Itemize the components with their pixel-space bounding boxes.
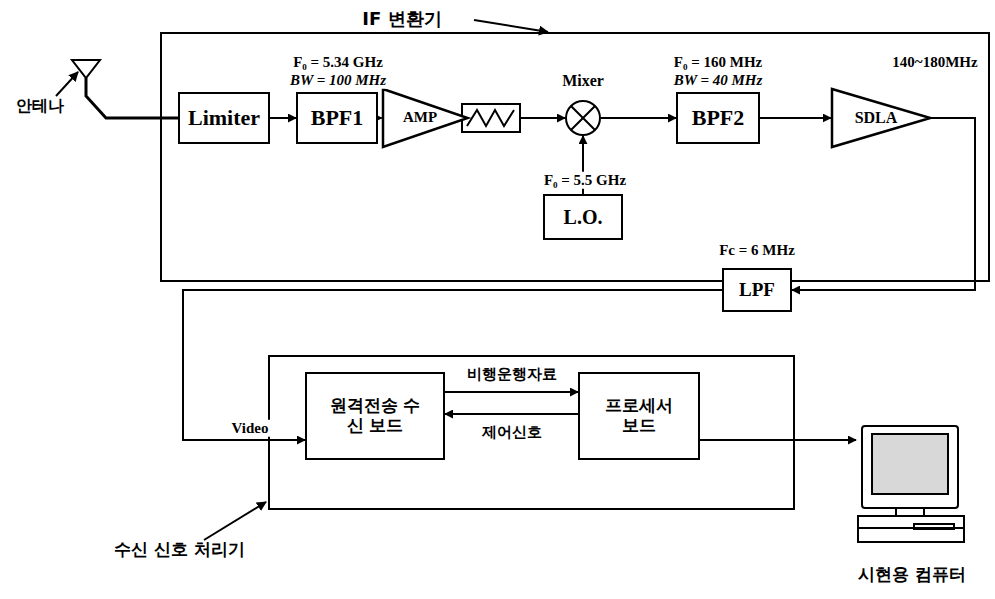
amplifier-triangle: SDLA — [831, 88, 931, 148]
box-label: BPF1 — [311, 105, 364, 130]
signal-arrow — [601, 117, 676, 119]
signal-arrow — [760, 117, 831, 119]
oscillator-box: L.O. — [543, 194, 623, 240]
board-box: 원격전송 수신 보드 — [305, 372, 445, 460]
parameter-label: Fc = 6 MHz — [717, 242, 797, 259]
signal-label: 제어신호 — [480, 424, 544, 441]
box-label: Limiter — [188, 105, 260, 130]
box-label: 원격전송 수신 보드 — [329, 396, 421, 435]
signal-arrow — [700, 439, 856, 441]
filter-box: LPF — [722, 268, 792, 312]
filter-box: BPF2 — [676, 92, 760, 144]
box-label: SDLA — [855, 109, 908, 127]
leader-arrow — [56, 72, 78, 96]
parameter-label: BW = 100 MHz — [288, 72, 388, 89]
parameter-label: F₀ = 5.5 GHz — [542, 172, 628, 189]
leader-arrow — [204, 502, 266, 540]
heading-label: IF 변환기 — [328, 9, 476, 30]
board-box: 프로세서 보드 — [578, 372, 700, 460]
parameter-label: F₀ = 160 MHz — [672, 54, 764, 71]
heading-label: Mixer — [543, 72, 623, 90]
box-label: AMP — [403, 109, 447, 126]
mixer-circle — [565, 100, 601, 136]
amplifier-triangle: AMP — [382, 88, 469, 148]
box-label: 프로세서 보드 — [599, 396, 679, 435]
heading-label: 수신 신호 처리기 — [114, 540, 210, 560]
leader-arrow — [474, 20, 548, 32]
part-label: 안테나 — [14, 97, 66, 115]
parameter-label: 140~180MHz — [890, 54, 979, 71]
converter-frame: IF 변환기LimiterBPF1AMPMixerL.O.BPF2SDLALPF — [160, 32, 990, 282]
heading-label: 시현용 컴퓨터 — [826, 565, 995, 585]
box-label: BPF2 — [692, 105, 745, 130]
box-label: LPF — [739, 279, 775, 301]
signal-arrow — [183, 290, 722, 440]
signal-arrow — [445, 413, 578, 415]
parameter-label: BW = 40 MHz — [672, 72, 765, 89]
filter-box: BPF1 — [296, 92, 378, 144]
antenna-wire — [86, 78, 178, 118]
computer-icon: 시현용 컴퓨터 — [856, 420, 968, 590]
signal-label: 비행운행자료 — [465, 366, 559, 383]
signal-arrow — [445, 391, 578, 393]
signal-arrow — [270, 117, 296, 119]
signal-arrow — [792, 118, 975, 290]
signal-label: Video — [230, 420, 271, 437]
limiter-box: Limiter — [178, 92, 270, 144]
signal-arrow — [378, 117, 382, 119]
parameter-label: F₀ = 5.34 GHz — [291, 54, 385, 71]
mixer-circle: Mixer — [565, 100, 601, 136]
box-label: L.O. — [564, 206, 603, 229]
